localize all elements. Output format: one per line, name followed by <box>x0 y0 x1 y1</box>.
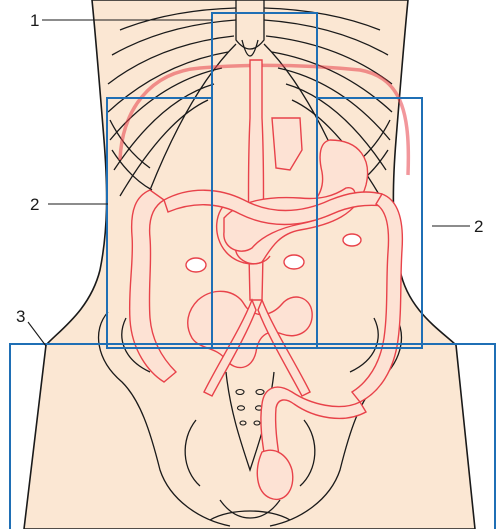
callout-2-right-label: 2 <box>474 217 483 236</box>
callout-1-label: 1 <box>30 11 39 30</box>
callout-2-left-label: 2 <box>30 195 39 214</box>
callout-3-label: 3 <box>16 307 25 326</box>
